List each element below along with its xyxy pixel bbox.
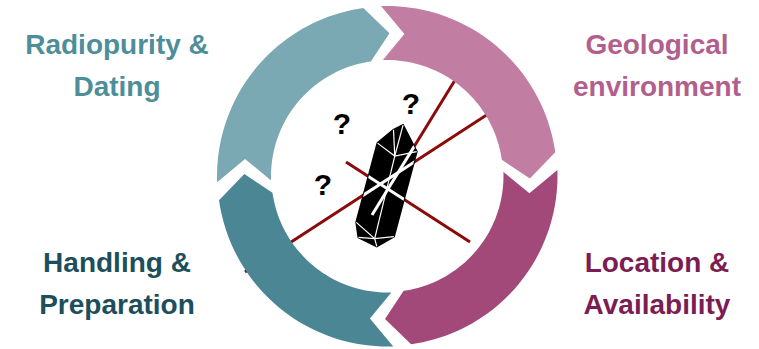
arrow-segment-outline: [219, 174, 393, 346]
cycle-arrow-segment: Handling & Preparation: [219, 174, 393, 346]
arrow-segment-shape: [381, 6, 555, 178]
segment-heading: Location & Availability: [542, 242, 759, 326]
cycle-arrow-segment: Radiopurity & Dating: [217, 8, 389, 182]
question-mark: ?: [402, 87, 420, 121]
cycle-arrow-segment: Location & Availability: [385, 170, 557, 344]
arrow-segment-outline: [385, 170, 557, 344]
question-mark: ?: [333, 107, 351, 141]
question-mark: ?: [314, 168, 332, 202]
arrow-segment-outline: [217, 8, 389, 182]
arrow-segment-shape: [217, 8, 389, 182]
arrow-segment-shape: [219, 174, 393, 346]
segment-heading: Handling & Preparation: [2, 242, 232, 326]
segment-heading: Geological environment: [542, 24, 759, 108]
crystal-shape: [352, 120, 423, 250]
segment-heading: Radiopurity & Dating: [2, 24, 232, 108]
arrow-segment-shape: [385, 170, 557, 344]
